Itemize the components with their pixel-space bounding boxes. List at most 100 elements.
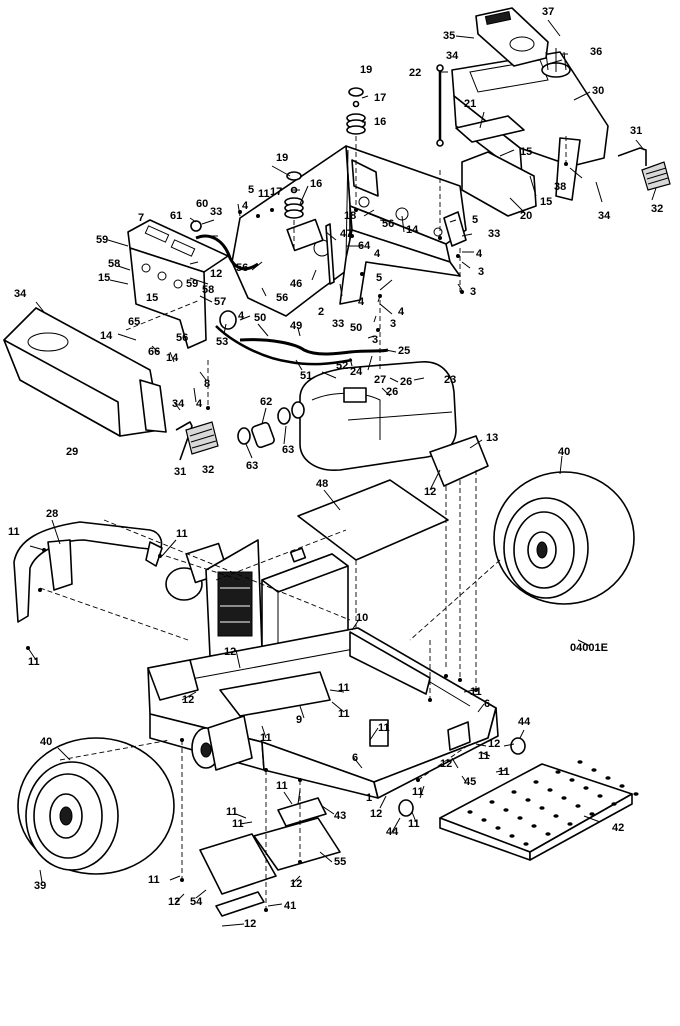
footplate-hole	[589, 812, 595, 816]
callout-57: 57	[214, 296, 227, 308]
callout-50: 50	[350, 322, 363, 334]
callout-28: 28	[46, 508, 59, 520]
fuel-line-49	[239, 338, 389, 356]
callout-56: 56	[382, 218, 395, 230]
footplate-hole	[553, 814, 559, 818]
footplate-hole	[583, 786, 589, 790]
callout-53: 53	[216, 336, 229, 348]
callout-11: 11	[176, 528, 188, 540]
footplate-hole	[511, 790, 517, 794]
lever-47	[325, 223, 335, 285]
callout-27: 27	[374, 374, 387, 386]
bumper-28	[13, 521, 163, 623]
callout-41: 41	[284, 900, 297, 912]
leader-lines	[27, 19, 657, 927]
callout-12: 12	[182, 694, 195, 706]
callout-56: 56	[176, 332, 189, 344]
fastener	[456, 254, 460, 258]
callout-3: 3	[478, 266, 485, 278]
fitting-53	[219, 310, 237, 330]
callout-63: 63	[282, 444, 295, 456]
fastener	[256, 214, 260, 218]
callout-34: 34	[598, 210, 611, 222]
footplate-hole	[605, 776, 611, 780]
callout-51: 51	[300, 370, 313, 382]
fastener	[26, 646, 30, 650]
callout-19: 19	[276, 152, 289, 164]
footplate-hole	[575, 804, 581, 808]
callout-52: 52	[336, 360, 349, 372]
callout-12: 12	[488, 738, 501, 750]
footplate-hole	[545, 832, 551, 836]
callout-12: 12	[244, 918, 257, 930]
callout-11: 11	[498, 766, 510, 778]
callout-22: 22	[409, 67, 422, 79]
fastener	[564, 162, 568, 166]
callout-56: 56	[236, 262, 249, 274]
fastener	[298, 778, 302, 782]
callout-58: 58	[202, 284, 215, 296]
callout-15: 15	[98, 272, 111, 284]
callout-61: 61	[170, 210, 183, 222]
fastener	[270, 208, 274, 212]
callout-4: 4	[242, 200, 249, 212]
callout-24: 24	[350, 366, 363, 378]
callout-17: 17	[270, 186, 283, 198]
footplate-hole	[555, 770, 561, 774]
bracket-36	[541, 48, 571, 78]
callout-36: 36	[590, 46, 603, 58]
footplate-hole	[569, 778, 575, 782]
bracket-20	[461, 151, 537, 217]
fittings-62-63	[237, 401, 305, 449]
handle-31-right	[617, 147, 647, 166]
fastener	[474, 688, 478, 692]
fastener	[42, 548, 46, 552]
footplate-hole	[467, 810, 473, 814]
hydro-pump	[191, 715, 253, 771]
fuel-tank-23	[299, 361, 457, 471]
callout-11: 11	[478, 750, 490, 762]
key-61	[190, 219, 215, 232]
callout-11: 11	[338, 682, 350, 694]
callout-16: 16	[310, 178, 323, 190]
callout-50: 50	[254, 312, 267, 324]
rear-frame-2	[231, 145, 467, 317]
callout-34: 34	[446, 50, 459, 62]
footplate-hole	[523, 842, 529, 846]
callout-11: 11	[408, 818, 420, 830]
callout-20: 20	[520, 210, 533, 222]
callout-11: 11	[412, 786, 424, 798]
callout-15: 15	[520, 146, 533, 158]
bushing-44-left	[398, 799, 414, 817]
callout-12: 12	[290, 878, 303, 890]
callout-14: 14	[406, 224, 419, 236]
callout-4: 4	[238, 310, 245, 322]
fuel-line-51	[215, 325, 353, 366]
fastener	[350, 234, 354, 238]
footplate-hole	[577, 760, 583, 764]
footplate-hole	[611, 802, 617, 806]
fastener	[376, 328, 380, 332]
callout-5: 5	[472, 214, 479, 226]
callout-1: 1	[366, 792, 373, 804]
fastener	[354, 208, 358, 212]
callout-11: 11	[8, 526, 20, 538]
callout-32: 32	[202, 464, 215, 476]
fastener	[238, 210, 242, 214]
callout-16: 16	[374, 116, 387, 128]
callout-45: 45	[464, 776, 477, 788]
callout-43: 43	[334, 810, 347, 822]
footplate-holes	[467, 760, 639, 846]
callout-32: 32	[651, 203, 664, 215]
footplate-42	[439, 763, 633, 861]
footplate-hole	[495, 826, 501, 830]
wheel-40-left	[17, 737, 175, 875]
callout-11: 11	[148, 874, 160, 886]
callout-40: 40	[40, 736, 53, 748]
callout-55: 55	[334, 856, 347, 868]
callout-29: 29	[66, 446, 79, 458]
callout-11: 11	[378, 722, 390, 734]
callout-11: 11	[258, 188, 270, 200]
callout-48: 48	[316, 478, 329, 490]
callout-58: 58	[108, 258, 121, 270]
